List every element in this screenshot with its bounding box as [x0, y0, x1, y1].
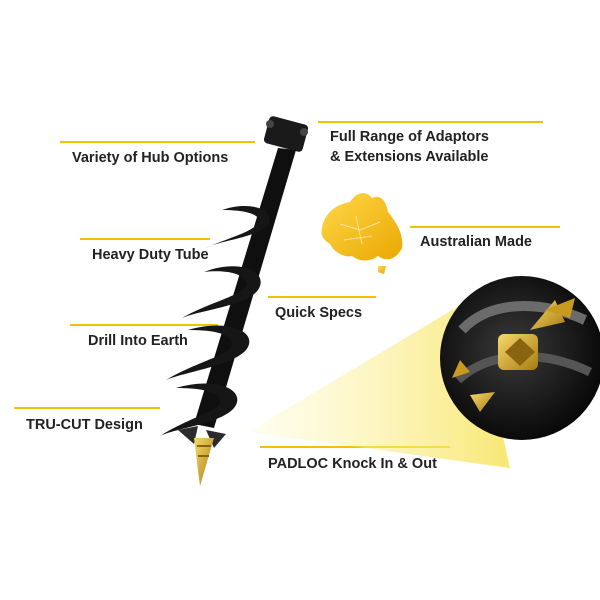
- label-heavy-duty-tube: Heavy Duty Tube: [92, 247, 209, 263]
- rule-padloc: [260, 446, 450, 448]
- label-quick-specs: Quick Specs: [275, 305, 363, 321]
- rule-tru-cut: [14, 407, 160, 409]
- rule-quick-specs: [268, 296, 376, 298]
- label-full-range-line2: & Extensions Available: [330, 149, 489, 165]
- rule-drill-earth: [70, 324, 218, 326]
- label-padloc: PADLOC Knock In & Out: [268, 456, 437, 472]
- australia-map-icon: [321, 193, 403, 274]
- rule-heavy-duty: [80, 238, 210, 240]
- rule-australian-made: [410, 226, 560, 228]
- rule-variety-hub: [60, 141, 255, 143]
- label-variety-hub: Variety of Hub Options: [72, 150, 229, 166]
- label-full-range-line1: Full Range of Adaptors: [330, 129, 489, 145]
- auger-tip-closeup-icon: [440, 276, 600, 440]
- label-australian-made: Australian Made: [420, 234, 532, 250]
- label-drill-into-earth: Drill Into Earth: [88, 333, 188, 349]
- rule-full-range: [318, 121, 543, 123]
- label-tru-cut: TRU-CUT Design: [26, 417, 143, 433]
- auger-drill-icon: [160, 116, 309, 486]
